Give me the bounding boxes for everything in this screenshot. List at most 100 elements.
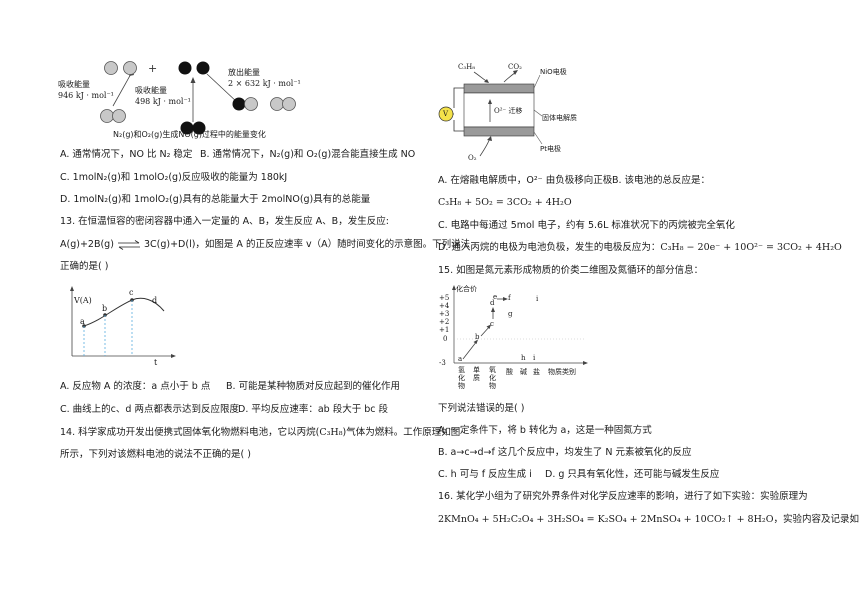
nv-ytick-p5: +5 [439, 294, 450, 302]
nv-xcat-element: 单质 [473, 366, 480, 382]
q14-option-d-eq: C₃H₈ − 20e⁻ + 10O²⁻ = 3CO₂ + 4H₂O [660, 242, 842, 253]
n-atom-2 [123, 61, 137, 75]
q15-option-a: A. 一定条件下，将 b 转化为 a，这是一种固氮方式 [438, 425, 652, 436]
q13-eq-left: A(g)+2B(g) [60, 239, 114, 250]
q12-option-b: B. 通常情况下，N₂(g)和 O₂(g)混合能直接生成 NO [200, 149, 416, 160]
o2-in-arrow [479, 137, 491, 157]
no1-o [232, 97, 246, 111]
release-label: 放出能量 [228, 68, 260, 77]
energy-caption: N₂(g)和O₂(g)生成NO(g)过程中的能量变化 [113, 130, 266, 139]
solid-electrolyte [463, 92, 535, 128]
q15-option-b: B. a→c→d→f 这几个反应中，均发生了 N 元素被氧化的反应 [438, 447, 692, 458]
q15-stem: 15. 如图是氮元素形成物质的价类二维图及氮循环的部分信息： [438, 265, 704, 276]
arrow-n2-split [112, 71, 133, 107]
equilibrium-arrow-icon [117, 239, 141, 250]
q13-stem-end: 正确的是( ) [60, 261, 109, 272]
q14-stem-2: 所示，下列对该燃料电池的说法不正确的是( ) [60, 449, 251, 460]
fc-nio-label: NiO电极 [540, 68, 567, 76]
nv-ytick-p4: +4 [439, 302, 450, 310]
nv-point-i-salt: i [533, 354, 536, 362]
q15-option-d: D. g 只具有氧化性，还可能与碱发生反应 [545, 469, 720, 480]
absorb1-value: 946 kJ · mol⁻¹ [58, 91, 114, 100]
label-c: c [129, 288, 134, 297]
q14-stem-1c: )气体为燃料。工作原理如图 [342, 427, 461, 438]
arrow-form-no [206, 73, 239, 104]
nv-ytick-p1: +1 [439, 326, 450, 334]
absorb1-label: 吸收能量 [58, 80, 90, 89]
nv-xcat-base: 碱 [520, 368, 527, 376]
label-a: a [80, 317, 85, 326]
q12-option-c: C. 1molN₂(g)和 1molO₂(g)反应吸收的能量为 180kJ [60, 172, 288, 183]
q14-stem-1: 14. 科学家成功开发出便携式固体氧化物燃料电池，它以丙烷(C₃H₈)气体为燃料… [60, 426, 460, 439]
q13-option-a: A. 反应物 A 的浓度：a 点小于 b 点 [60, 381, 211, 392]
q16-stem: 16. 某化学小组为了研究外界条件对化学反应速率的影响，进行了如下实验：实验原理… [438, 491, 808, 502]
q13-option-c: C. 曲线上的c、d 两点都表示达到反应限度 [60, 404, 239, 415]
label-b: b [102, 304, 108, 313]
nitrogen-valence-diagram: 化合价 +5 +4 +3 +2 +1 0 -3 a b c d e f g h … [436, 283, 596, 390]
fc-migrate-label: O²⁻ 迁移 [494, 107, 523, 115]
n2-atom-2 [112, 109, 126, 123]
absorb2-label: 吸收能量 [135, 86, 167, 95]
energy-diagram: + 吸收能量 946 kJ · mol⁻¹ 吸收能量 498 kJ · mol⁻… [55, 56, 355, 142]
q14-propane: C₃H₈ [319, 427, 343, 438]
plus-sign: + [148, 62, 157, 75]
rate-time-svg [70, 286, 176, 358]
q13-stem: 13. 在恒温恒容的密闭容器中通入一定量的 A、B，发生反应 A、B，发生反应: [60, 216, 389, 227]
nv-point-i-top: i [536, 295, 539, 303]
nv-ytick-p2: +2 [439, 318, 450, 326]
fc-o2-label: O₂ [468, 154, 477, 162]
wire-top [453, 87, 464, 108]
fc-electrolyte-label: 固体电解质 [542, 114, 577, 122]
q13-option-b: B. 可能是某种物质对反应起到的催化作用 [226, 381, 401, 392]
o-atom-2 [196, 61, 210, 75]
nio-leader [533, 74, 541, 89]
nv-point-d: d [490, 299, 495, 307]
no2-n [270, 97, 284, 111]
label-d: d [152, 296, 158, 305]
nv-point-e: e [493, 293, 498, 301]
nv-ytick-0: 0 [443, 335, 448, 343]
nv-point-a: a [458, 355, 463, 363]
fc-v-label: V [443, 110, 449, 118]
q16-equation-line: 2KMnO₄ + 5H₂C₂O₄ + 3H₂SO₄ = K₂SO₄ + 2MnS… [438, 513, 859, 526]
n-atom-1 [104, 61, 118, 75]
q15-option-c: C. h 可与 f 反应生成 i [438, 469, 532, 480]
fc-pt-label: Pt电极 [540, 145, 561, 153]
wire-bottom [453, 120, 464, 132]
nv-xlabel: 物质类别 [548, 368, 576, 376]
nv-xcat-salt: 盐 [533, 368, 540, 376]
q13-option-d: D. 平均反应速率：ab 段大于 bc 段 [238, 404, 389, 415]
o-atom-1 [178, 61, 192, 75]
q14-option-b: B. 该电池的总反应是： [612, 175, 711, 186]
o2-atom-2 [192, 121, 206, 135]
rate-time-graph: V(A) a b c d t [64, 284, 184, 370]
nv-ytick-p3: +3 [439, 310, 450, 318]
q13-equation: A(g)+2B(g) 3C(g)+D(l)，如图是 A 的正反应速率 v（A）随… [60, 238, 470, 251]
fuel-cell-svg [438, 70, 543, 157]
nv-point-b: b [475, 333, 480, 341]
nv-point-c: c [490, 320, 494, 328]
q15-question: 下列说法错误的是( ) [438, 403, 525, 414]
q16-equation: 2KMnO₄ + 5H₂C₂O₄ + 3H₂SO₄ = K₂SO₄ + 2MnS… [438, 514, 774, 525]
nv-xcat-hydride: 氢化物 [458, 366, 465, 390]
o2-atom-1 [180, 121, 194, 135]
q14-option-d-text: D. 通入丙烷的电极为电池负极，发生的电极反应为： [438, 242, 661, 253]
q14-option-c: C. 电路中每通过 5mol 电子，约有 5.6L 标准状况下的丙烷被完全氧化 [438, 220, 735, 231]
electrolyte-leader [533, 109, 543, 117]
q14-option-b-eq: C₃H₈ + 5O₂ = 3CO₂ + 4H₂O [438, 197, 572, 208]
graph-xlabel: t [154, 358, 158, 367]
q14-stem-1a: 14. 科学家成功开发出便携式固体氧化物燃料电池，它以丙烷( [60, 427, 320, 438]
n2-atom-1 [100, 109, 114, 123]
fuel-cell-diagram: C₃H₈ CO₂ NiO电极 O²⁻ 迁移 固体电解质 Pt电极 O₂ V [436, 58, 636, 166]
pt-leader [533, 131, 543, 145]
nv-ytick-m3: -3 [439, 359, 446, 367]
no1-n [244, 97, 258, 111]
fc-c3h8-label: C₃H₈ [458, 63, 476, 71]
q14-option-d: D. 通入丙烷的电极为电池负极，发生的电极反应为：C₃H₈ − 20e⁻ + 1… [438, 241, 842, 254]
pt-electrode [463, 126, 535, 137]
fc-co2-label: CO₂ [508, 63, 522, 71]
nio-electrode [463, 83, 535, 94]
q12-option-d: D. 1molN₂(g)和 1molO₂(g)具有的总能量大于 2molNO(g… [60, 194, 371, 205]
absorb2-value: 498 kJ · mol⁻¹ [135, 97, 191, 106]
nv-point-f: f [508, 294, 511, 302]
